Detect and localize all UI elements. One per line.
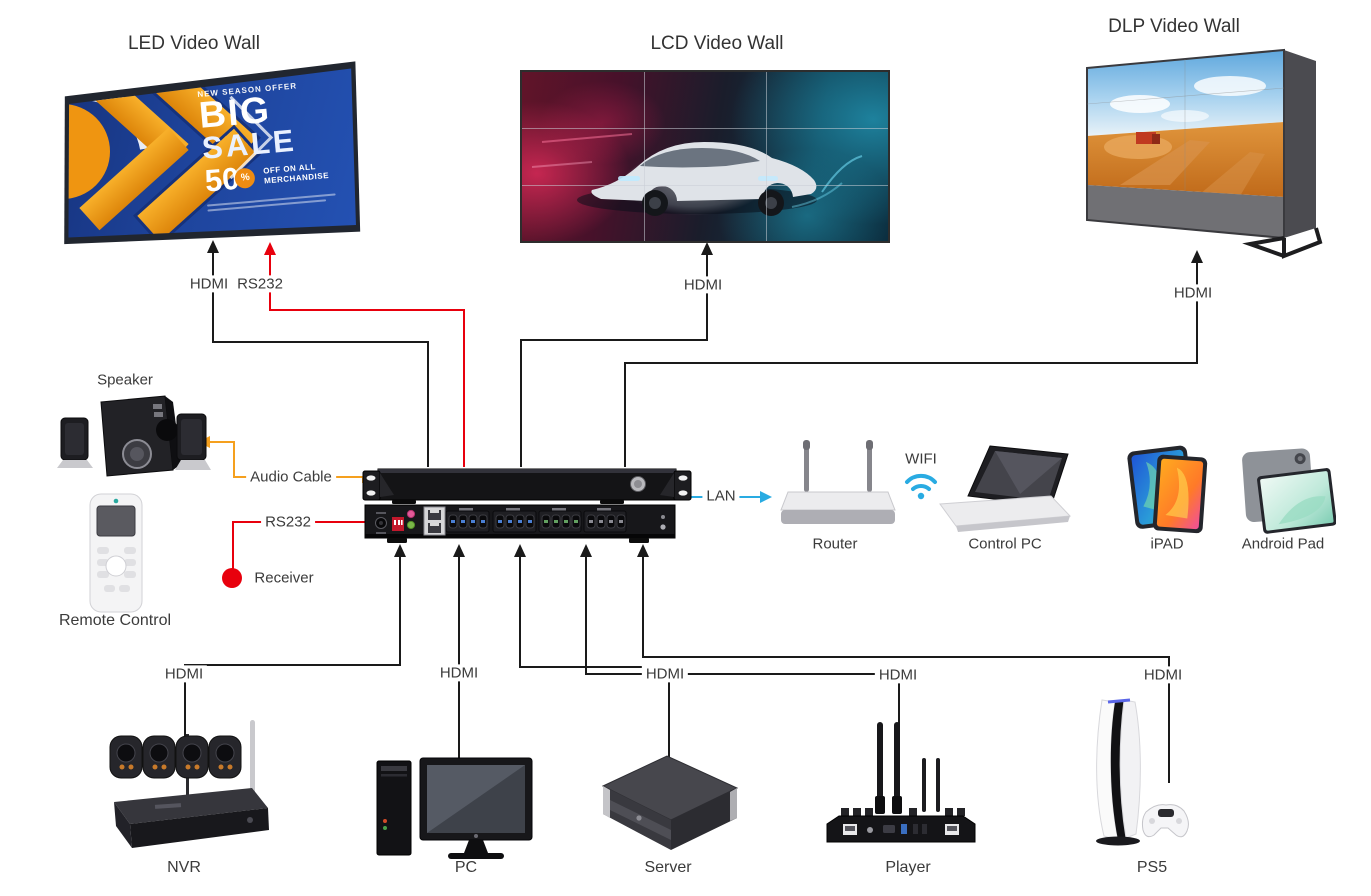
control-pc-label: Control PC [968,535,1042,553]
cable-led-hdmi [427,341,429,467]
cable-server-hdmi [668,666,670,758]
audio-jack-green [406,520,416,530]
video-wall-controller-rear [364,504,676,543]
player-label: Player [885,858,931,876]
cable-audio [233,441,235,478]
cable-ps5-hdmi [642,656,1170,658]
lan-label: LAN [702,487,740,505]
cable-receiver-rs232 [232,521,234,570]
arrow-into-controller [637,544,649,557]
cable-nvr-hdmi [184,664,186,742]
wifi-icon [905,473,937,500]
cable-pc-hdmi [458,556,460,762]
arrow-led-hdmi [207,240,219,253]
cable-player-hdmi [585,673,900,675]
remote-label: Remote Control [58,611,172,629]
dlp-stand [1242,227,1323,259]
cable-led-hdmi [212,341,429,343]
remote-control [89,493,143,613]
android-pad [1242,448,1336,534]
ipad [1127,445,1208,534]
label-led-hdmi: HDMI [185,275,233,293]
led-wall-title: LED Video Wall [127,33,261,55]
cable-server-hdmi [519,556,521,668]
cable-audio [209,441,235,443]
cable-lcd-hdmi [520,339,708,341]
hdmi-slot-group [445,508,490,533]
label-ps5-hdmi: HDMI [1139,666,1187,684]
label-led-rs232: RS232 [233,275,287,293]
receiver-dot [222,568,242,588]
rs232-label: RS232 [261,513,315,531]
video-wall-controller-front [362,468,692,504]
cable-player-hdmi [585,556,587,675]
receiver-label: Receiver [254,569,314,587]
dlp-video-wall [1086,48,1323,259]
arrow-into-controller [394,544,406,557]
control-pc [939,445,1072,532]
cable-lcd-hdmi [520,339,522,467]
speaker [57,395,211,477]
led-video-wall: NEW SEASON OFFER BIG SALE 50% OFF ON ALL… [60,56,362,248]
nvr [109,720,269,848]
arrow-led-rs232 [264,242,276,255]
android-pad-label: Android Pad [1241,535,1325,553]
arrow-lcd-hdmi [701,242,713,255]
label-player-hdmi: HDMI [874,666,922,684]
poster-text: NEW SEASON OFFER BIG SALE 50% OFF ON ALL… [197,76,356,212]
cable-led-rs232 [269,309,465,311]
dlp-wall-title: DLP Video Wall [1108,16,1240,38]
router [780,440,896,524]
cable-led-rs232 [463,309,465,467]
arrow-into-controller [580,544,592,557]
arrow-dlp-hdmi [1191,250,1203,263]
arrow-into-controller [453,544,465,557]
hdmi-slot-group [538,508,582,533]
label-lcd-hdmi: HDMI [679,276,727,294]
arrow-into-controller [514,544,526,557]
lcd-bezel-line [643,72,645,241]
lcd-wall-title: LCD Video Wall [650,33,784,55]
cable-dlp-hdmi [1196,262,1198,364]
ps5 [1096,698,1189,846]
cable-server-hdmi [519,666,670,668]
hdmi-slot-group [583,508,627,533]
label-pc-hdmi: HDMI [435,664,483,682]
ipad-label: iPAD [1150,535,1184,553]
pc [376,757,533,859]
poster-percent: % [234,166,257,189]
router-label: Router [812,535,858,553]
server [601,755,739,850]
nvr-cameras [109,735,242,779]
server-label: Server [644,858,692,876]
cable-nvr-hdmi [184,664,401,666]
label-nvr-hdmi: HDMI [160,665,208,683]
cable-led-hdmi [212,252,214,343]
ps5-label: PS5 [1136,858,1168,876]
lcd-car-image [531,133,863,216]
cable-dlp-hdmi [624,362,1198,364]
pc-label: PC [454,858,478,876]
lcd-bezel-line [765,72,767,241]
audio-cable-label: Audio Cable [246,468,336,486]
player [826,722,976,843]
wifi-label: WIFI [905,450,937,468]
cable-nvr-hdmi [399,556,401,666]
nvr-label: NVR [167,858,201,876]
cable-ps5-hdmi [642,556,644,658]
audio-jack-pink [406,509,416,519]
lcd-bezel-line [522,128,888,130]
arrow-lan [760,491,772,503]
label-dlp-hdmi: HDMI [1169,284,1217,302]
cable-ps5-hdmi [1168,656,1170,783]
ps5-controller [1141,804,1189,838]
hdmi-slot-group [492,508,537,533]
speaker-label: Speaker [97,371,153,389]
cable-dlp-hdmi [624,362,626,467]
cable-lcd-hdmi [706,254,708,341]
lcd-bezel-line [522,184,888,186]
label-server-hdmi: HDMI [641,665,689,683]
lcd-video-wall [520,70,890,243]
